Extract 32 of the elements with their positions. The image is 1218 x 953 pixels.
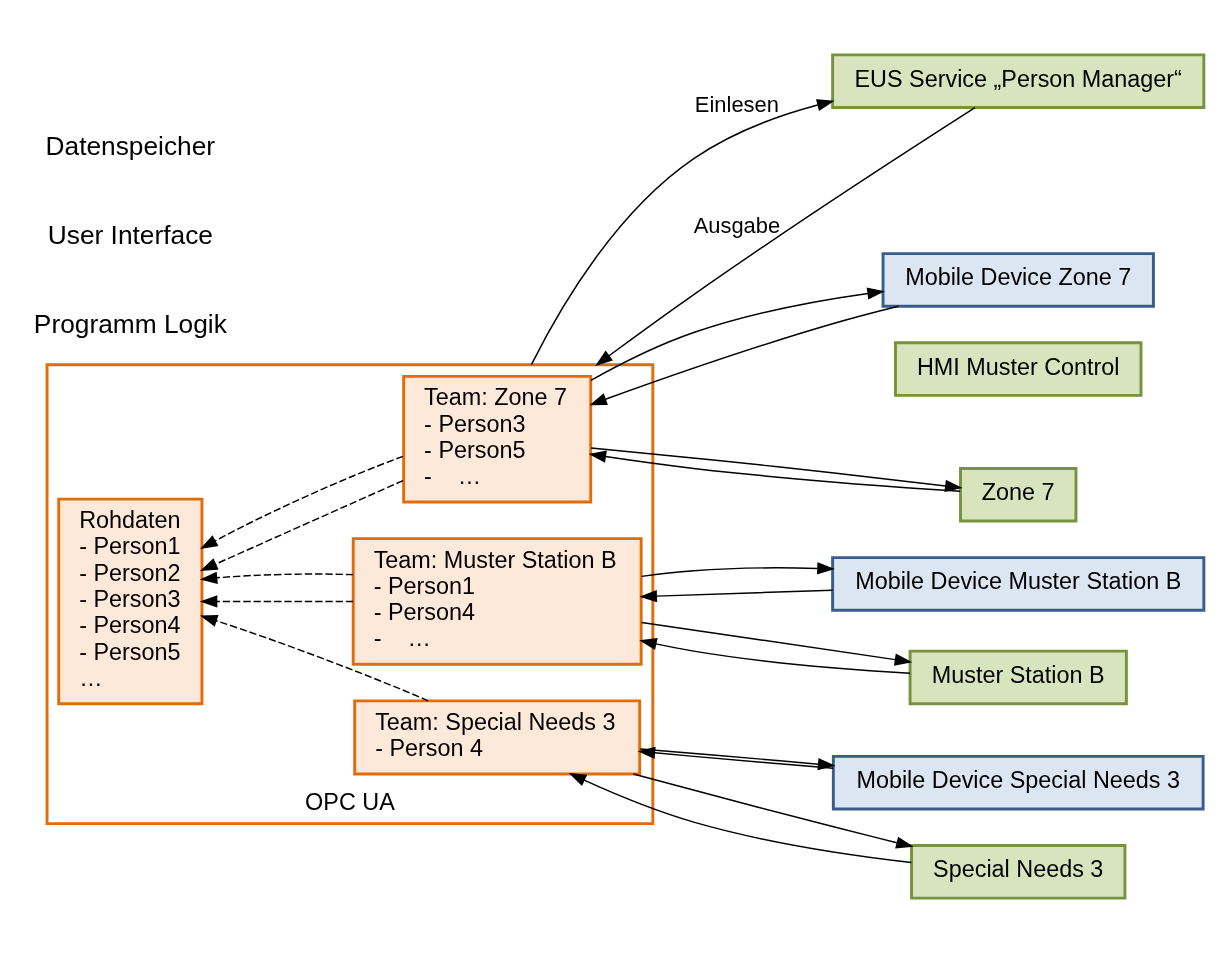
node-box: HMI Muster Control <box>894 341 1143 397</box>
arrow <box>640 562 835 578</box>
arrow <box>199 479 404 572</box>
arrow <box>568 773 912 864</box>
label: User Interface <box>47 219 213 250</box>
arrow <box>200 455 404 550</box>
node-box: Team: Muster Station B - Person1 - Person4 - … <box>351 537 643 666</box>
arrow <box>589 305 900 406</box>
node-box: Zone 7 <box>959 467 1078 523</box>
arrow <box>639 589 834 603</box>
node-box: Mobile Device Muster Station B <box>831 556 1206 612</box>
arrow <box>632 773 914 849</box>
node-box: Special Needs 3 <box>910 844 1127 900</box>
arrow <box>595 107 976 366</box>
node-box: Rohdaten - Person1 - Person2 - Person3 - Person4 - Person5 … <box>57 497 204 706</box>
arrow <box>640 621 913 666</box>
label: Programm Logik <box>33 309 227 340</box>
arrow <box>199 615 429 702</box>
arrow <box>530 99 835 366</box>
node-box: Mobile Device Zone 7 <box>881 252 1155 308</box>
node-box: Muster Station B <box>908 649 1128 706</box>
label: Datenspeicher <box>45 130 216 161</box>
node-box: EUS Service „Person Manager“ <box>831 53 1206 109</box>
edge-label: Einlesen <box>694 91 779 117</box>
arrow <box>199 571 354 584</box>
node-box: Mobile Device Special Needs 3 <box>831 754 1205 811</box>
edge-label: Ausgabe <box>693 213 781 239</box>
arrow <box>590 287 885 382</box>
node-box: Team: Zone 7 - Person3 - Person5 - … <box>402 374 593 504</box>
node-box: Team: Special Needs 3 - Person 4 <box>353 699 642 776</box>
arrow <box>639 638 911 674</box>
arrow <box>199 595 354 608</box>
